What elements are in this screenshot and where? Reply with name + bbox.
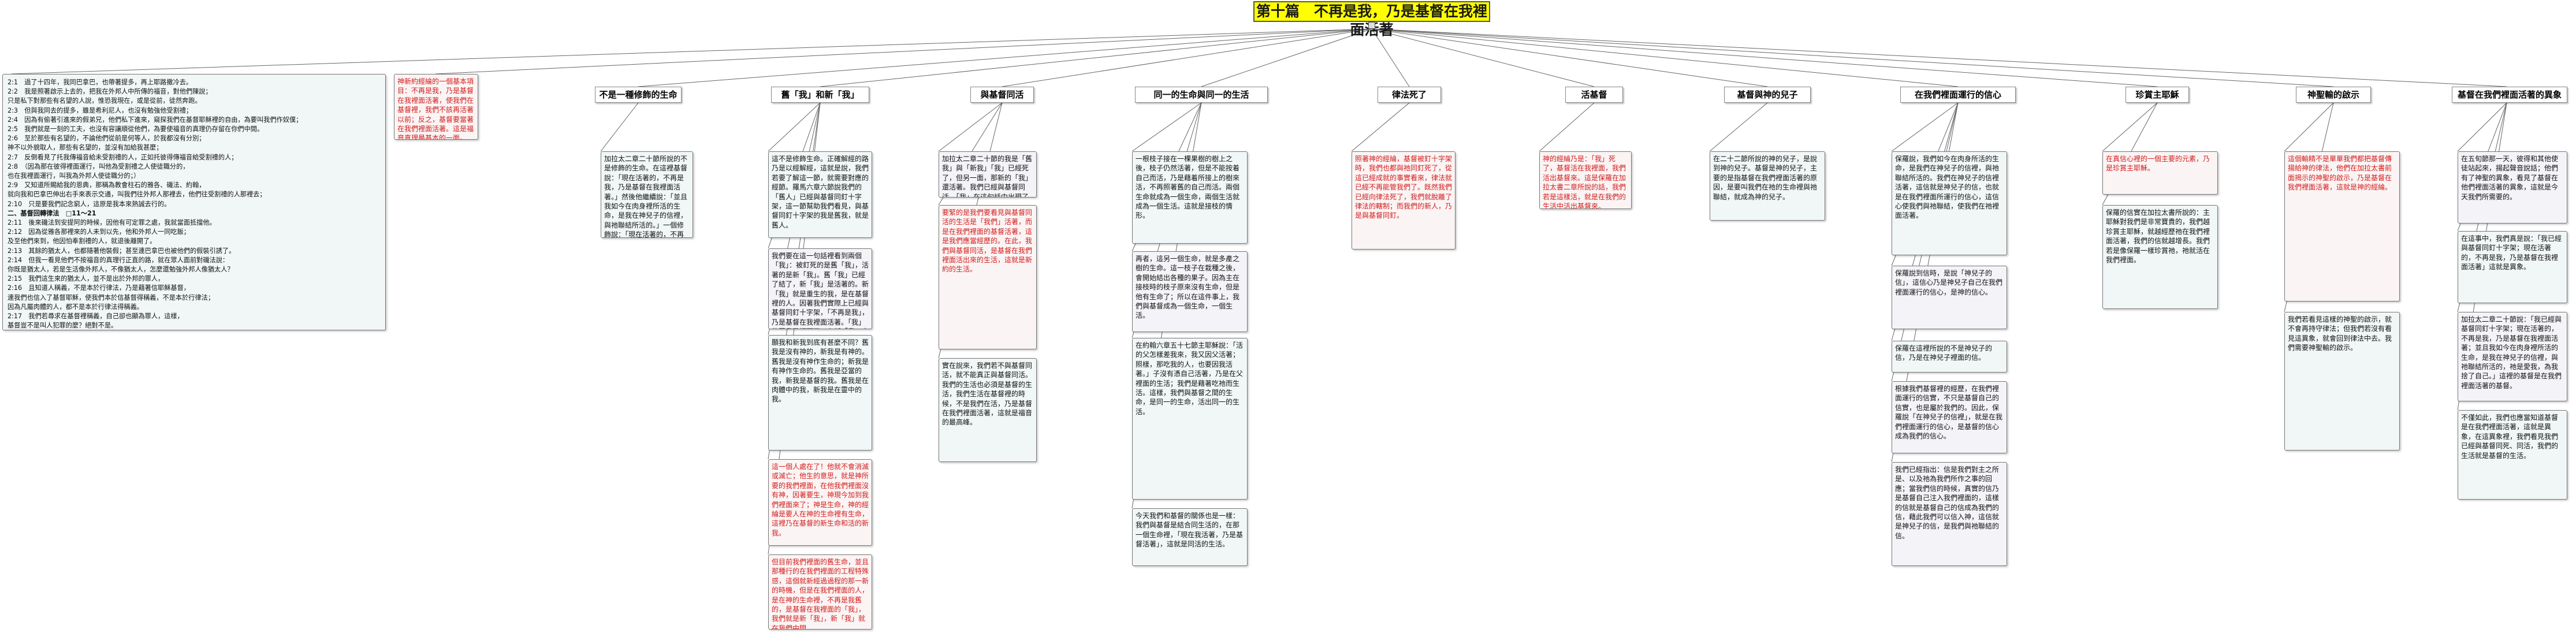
outline-line: 2:17 我們若尋求在基督裡稱義，自己卻也顯為罪人，這樣， bbox=[8, 312, 184, 321]
root-hub-node bbox=[1368, 22, 1375, 29]
outline-line: 2:3 但與我同去的提多，雖是希利尼人，也沒有勉強他受割禮； bbox=[8, 106, 193, 114]
note-old-new-3: 願我和新我到底有甚麼不同？舊我是沒有神的，新我是有神的。舊我是沒有神作生命的；新… bbox=[768, 335, 872, 450]
note-vision-2: 在這事中，我們真是說：「我已經與基督同釘十字架；現在活著的，不再是我，乃是基督在… bbox=[2458, 231, 2567, 303]
note-old-new-5: 但目前我們裡面的舊生命，並且那種行的在我們裡面的工程特殊感，這個就新經過過程的那… bbox=[768, 554, 872, 630]
note-vision-4: 不僅如此，我們也應當知道基督是在我們裡面活著，這就是異象，在這異象裡，我們看見我… bbox=[2458, 410, 2567, 500]
note-faith-1: 保羅說，我們如今在肉身所活的生命，是我們在神兒子的信裡，與祂聯結所活的。我們在神… bbox=[1892, 151, 2007, 255]
outline-line: 2:8 （因為那在彼得裡面運行，叫他為受割禮之人使徒職分的， bbox=[8, 162, 189, 170]
outline-line: 2:12 因為從雅各那裡來的人未到以先，他和外邦人一同吃飯； bbox=[8, 228, 190, 236]
outline-line: 2:6 至於那些有名望的，不論他們從前是何等人，於我都沒有分別； bbox=[8, 135, 206, 143]
outline-line: 2:14 但我一看見他們不按福音的真理行正直的路，就在眾人面前對磯法說： bbox=[8, 256, 229, 264]
outline-line: 2:11 後來磯法到安提阿的時候，因他有可定罪之處，我就當面抵擋他。 bbox=[8, 219, 216, 227]
note-christ-son: 在二十二節所說的神的兒子，是說到神的兒子。基督是神的兒子，主要的是指基督在我們裡… bbox=[1710, 151, 1825, 221]
root-title: 第十篇 不再是我，乃是基督在我裡面活著 bbox=[1253, 1, 1490, 38]
note-appreciate-2: 保羅的信實在加拉太書所說的：主耶穌對我們是非常寶貴的，我們越珍賞主耶穌，就越經歷… bbox=[2102, 205, 2218, 309]
note-revelation-2: 我們若看見這樣的神聖的啟示，就不會再持守律法；但我們若沒有看見這異象，就會回到律… bbox=[2284, 312, 2400, 450]
topic-christ-son-of-god[interactable]: 基督與神的兒子 bbox=[1724, 87, 1811, 103]
note-same-life-1: 一根枝子接在一棵果樹的樹上之後，枝子仍然活著，但是不能按着自己而活，乃是藉着所接… bbox=[1132, 151, 1248, 244]
note-live-with-3: 實在說來，我們若不與基督同活，就不能真正與基督同活。我們的生活也必須是基督的生活… bbox=[939, 358, 1037, 462]
note-appreciate-1: 在真信心裡的一個主要的元素，乃是珍賞主耶穌。 bbox=[2102, 151, 2218, 195]
topic-not-decorated-life[interactable]: 不是一種修飾的生命 bbox=[595, 87, 682, 103]
topic-divine-revelation[interactable]: 神聖輸的啟示 bbox=[2296, 87, 2371, 103]
outline-line: 因為凡屬肉體的人，都不是本於行律法得稱義。 bbox=[8, 303, 143, 311]
note-same-life-4: 今天我們和基督的關係也是一樣：我們與基督是結合同生活的，在那一個生命裡，「現在我… bbox=[1132, 508, 1248, 566]
note-vision-1: 在五旬節那一天，彼得和其他使徒站起來，揚起聲音說話；他們有了神聖的異象，看見了基… bbox=[2458, 151, 2567, 224]
note-intro: 神新約經綸的一個基本項目：不再是我，乃是基督在我裡面活著，使我們在基督裡，我們不… bbox=[394, 74, 478, 140]
outline-line: 神不以外貌取人，那些有名望的，並沒有加給我甚麼； bbox=[8, 144, 163, 152]
topic-live-christ[interactable]: 活基督 bbox=[1565, 87, 1623, 103]
outline-line: 2:1 過了十四年，我同巴拿巴，也帶著提多，再上耶路撒冷去。 bbox=[8, 79, 193, 86]
outline-line: 你既是猶太人，若是生活像外邦人，不像猶太人，怎麼還勉強外邦人像猶太人？ bbox=[8, 266, 234, 274]
note-old-new-2: 我們要在這一句話裡看到兩個「我」：被釘死的是舊「我」，活著的是新「我」。舊「我」… bbox=[768, 248, 872, 329]
outline-line: 連我們也信入了基督耶穌，使我們本於信基督得稱義，不是本於行律法； bbox=[8, 293, 215, 301]
topic-same-life-same-living[interactable]: 同一的生命與同一的生活 bbox=[1135, 87, 1268, 103]
note-live-christ: 神的經綸乃是：「我」死了，基督活在我裡面，我們活出基督來。這是保羅在加拉太書二章… bbox=[1539, 151, 1632, 209]
note-same-life-3: 在約翰六章五十七節主耶穌說：「活的父怎樣差我來，我又因父活著；照樣，那吃我的人，… bbox=[1132, 338, 1248, 500]
outline-line: 2:16 且知道人稱義，不是本於行律法，乃是藉著信耶穌基督， bbox=[8, 284, 190, 292]
note-faith-3: 保羅在這裡所說的不是神兒子的信，乃是在神兒子裡面的信。 bbox=[1892, 341, 2007, 373]
topic-appreciate-lord[interactable]: 珍賞主耶穌 bbox=[2125, 87, 2189, 103]
outline-line: 只是私下對那些有名望的人說，惟恐我現在，或是從前，徒然奔跑。 bbox=[8, 97, 202, 105]
topic-law-dead[interactable]: 律法死了 bbox=[1378, 87, 1441, 103]
note-live-with-1: 加拉太二章二十節的我是「舊我」與「新我」「我」已經死了，但另一面，那新的「我」還… bbox=[939, 151, 1037, 198]
outline-line: 2:15 我們這生來的猶太人，並不是出於外邦的罪人， bbox=[8, 275, 165, 283]
note-faith-2: 保羅說到信時，是說「神兒子的信」，這信心乃是神兒子自己在我們裡面運行的信心，是神… bbox=[1892, 266, 2007, 329]
note-live-with-2: 要緊的是我們要看見與基督同活的生活是「我們」活著，而是在我們裡面的基督活著，這是… bbox=[939, 205, 1037, 349]
outline-line: 2:10 只是要我們記念窮人，這原是我本來熱誠去行的。 bbox=[8, 200, 171, 208]
topic-old-i-new-i[interactable]: 舊「我」和新「我」 bbox=[771, 87, 869, 103]
outline-line: 2:5 我們就是一刻的工夫，也沒有容讓順從他們，為要使福音的真理仍存留在你們中間… bbox=[8, 125, 264, 133]
topic-faith-operating[interactable]: 在我們裡面運行的信心 bbox=[1900, 87, 2016, 103]
note-old-new-4: 這一個人處在了！他就不會消滅或滅亡；他生的意思，就是神所要的我們裡面，在他我們裡… bbox=[768, 459, 872, 546]
note-same-life-2: 再者，這另一個生命，就是多產之樹的生命。這一枝子在栽種之後，會開始結出各種的果子… bbox=[1132, 251, 1248, 332]
topic-live-with-christ[interactable]: 與基督同活 bbox=[970, 87, 1034, 103]
outline-line: 也在我裡面運行，叫我為外邦人使徒職分的；） bbox=[8, 172, 140, 180]
note-scripture-outline: 2:1 過了十四年，我同巴拿巴，也帶著提多，再上耶路撒冷去。 2:2 我是照著啟示… bbox=[2, 74, 386, 330]
note-law-dead: 照著神的經綸，基督被釘十字架時，我們也都與祂同釘死了，從這已經成就的事實看來，律… bbox=[1352, 151, 1455, 250]
note-old-new-1: 這不是修飾生命。正確解經的路乃是以經解經，這就是說，我們若要了解這一節，就需要對… bbox=[768, 151, 872, 238]
note-vision-3: 加拉太二章二十節說：「我已經與基督同釘十字架；現在活著的，不再是我，乃是基督在我… bbox=[2458, 312, 2567, 401]
topic-vision-christ-living[interactable]: 基督在我們裡面活著的異象 bbox=[2452, 87, 2567, 103]
note-faith-5: 我們已經指出：信是我們對主之所是、以及祂為我們所作之事的回應；當我們信的時候，真… bbox=[1892, 462, 2007, 566]
note-not-decorated: 加拉太二章二十節所說的不是修飾的生命。在這裡基督說：「現在活著的，不再是我，乃是… bbox=[601, 151, 693, 238]
note-revelation-1: 這個輸精不是單單我們都把基督傳揚給神的律法，他們在加拉太書前面揭示的神聖的啟示，… bbox=[2284, 151, 2400, 301]
outline-line: 及至他們來到，他因怕奉割禮的人，就退後離開了。 bbox=[8, 237, 157, 245]
outline-line: 基督豈不是叫人犯罪的麼？絕對不是。 bbox=[8, 322, 118, 330]
outline-line: 2:13 其餘的猶太人，也都隨著他裝假；甚至連巴拿巴也被他們的假裝引誘了。 bbox=[8, 247, 236, 255]
outline-line: 2:2 我是照著啟示上去的，把我在外邦人中所傳的福音，對他們陳說； bbox=[8, 88, 212, 96]
note-faith-4: 根據我們基督裡的經歷，在我們裡面運行的信實，不只是基督自己的信實，也是屬於我們的… bbox=[1892, 381, 2007, 453]
outline-line: 就向我和巴拿巴伸出右手來表示交通，叫我們往外邦人那裡去，他們往受割禮的人那裡去； bbox=[8, 191, 266, 199]
outline-line: 二、基督回轉律法 □11～21 bbox=[8, 209, 96, 217]
outline-line: 2:9 又知道所賜給我的恩典，那稱為教會柱石的雅各、磯法、約翰， bbox=[8, 181, 206, 189]
outline-line: 2:4 因為有偷著引進來的假弟兄，他們私下進來，窺探我們在基督耶穌裡的自由，為要… bbox=[8, 116, 303, 124]
outline-line: 2:7 反倒看見了托我傳福音給未受割禮的人，正如托彼得傳福音給受割禮的人； bbox=[8, 153, 238, 161]
